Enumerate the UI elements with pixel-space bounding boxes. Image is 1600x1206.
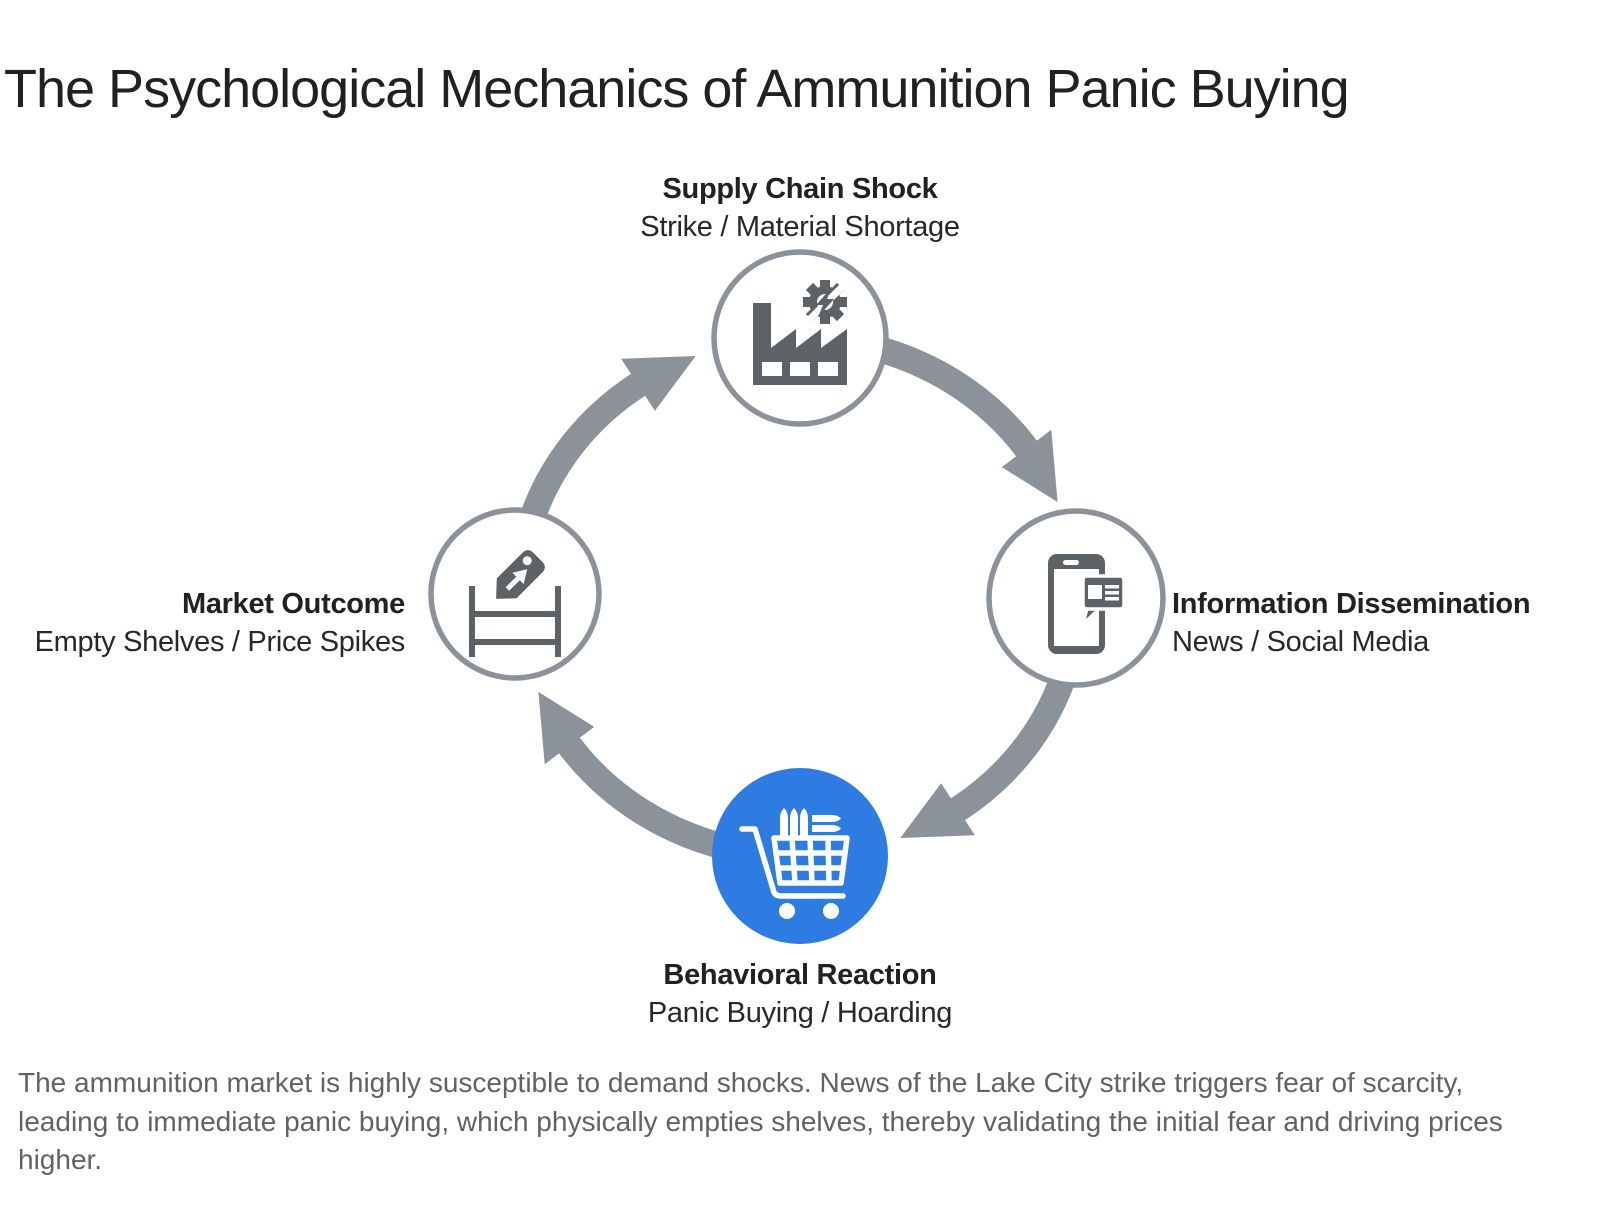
smartphone-news-icon: [1048, 554, 1126, 654]
chat-bubble-icon: [1080, 574, 1126, 629]
information-dissemination-label: Information Dissemination News / Social …: [1172, 585, 1531, 661]
supply-chain-shock-node: [711, 249, 889, 427]
node-title: Behavioral Reaction: [663, 959, 937, 991]
price-tag-icon: [496, 550, 545, 599]
behavioral-reaction-node: [712, 768, 888, 944]
price-tag-shelf-icon: [469, 550, 561, 657]
shopping-cart-ammo-icon: [739, 808, 850, 919]
supply-chain-shock-label: Supply Chain Shock Strike / Material Sho…: [640, 170, 960, 246]
node-subtitle: Panic Buying / Hoarding: [647, 997, 953, 1029]
node-title: Market Outcome: [181, 588, 405, 620]
caption-text: The ammunition market is highly suscepti…: [18, 1067, 1503, 1175]
market-outcome-label: Market Outcome Empty Shelves / Price Spi…: [34, 585, 406, 661]
cart-wheel-icon: [823, 903, 839, 919]
node-title: Supply Chain Shock: [662, 173, 938, 205]
node-subtitle: Strike / Material Shortage: [640, 211, 960, 243]
factory-broken-gear-icon: [753, 272, 857, 385]
ammo-bullets-icon: [780, 808, 841, 836]
node-subtitle: Empty Shelves / Price Spikes: [34, 626, 406, 658]
node-title: Information Dissemination: [1172, 588, 1531, 620]
page-title: The Psychological Mechanics of Ammunitio…: [4, 59, 1350, 119]
shelf-icon: [469, 586, 561, 657]
node-subtitle: News / Social Media: [1172, 626, 1430, 658]
lightning-bolt-icon: [816, 287, 834, 317]
cart-wheel-icon: [779, 903, 795, 919]
behavioral-reaction-label: Behavioral Reaction Panic Buying / Hoard…: [647, 956, 953, 1032]
